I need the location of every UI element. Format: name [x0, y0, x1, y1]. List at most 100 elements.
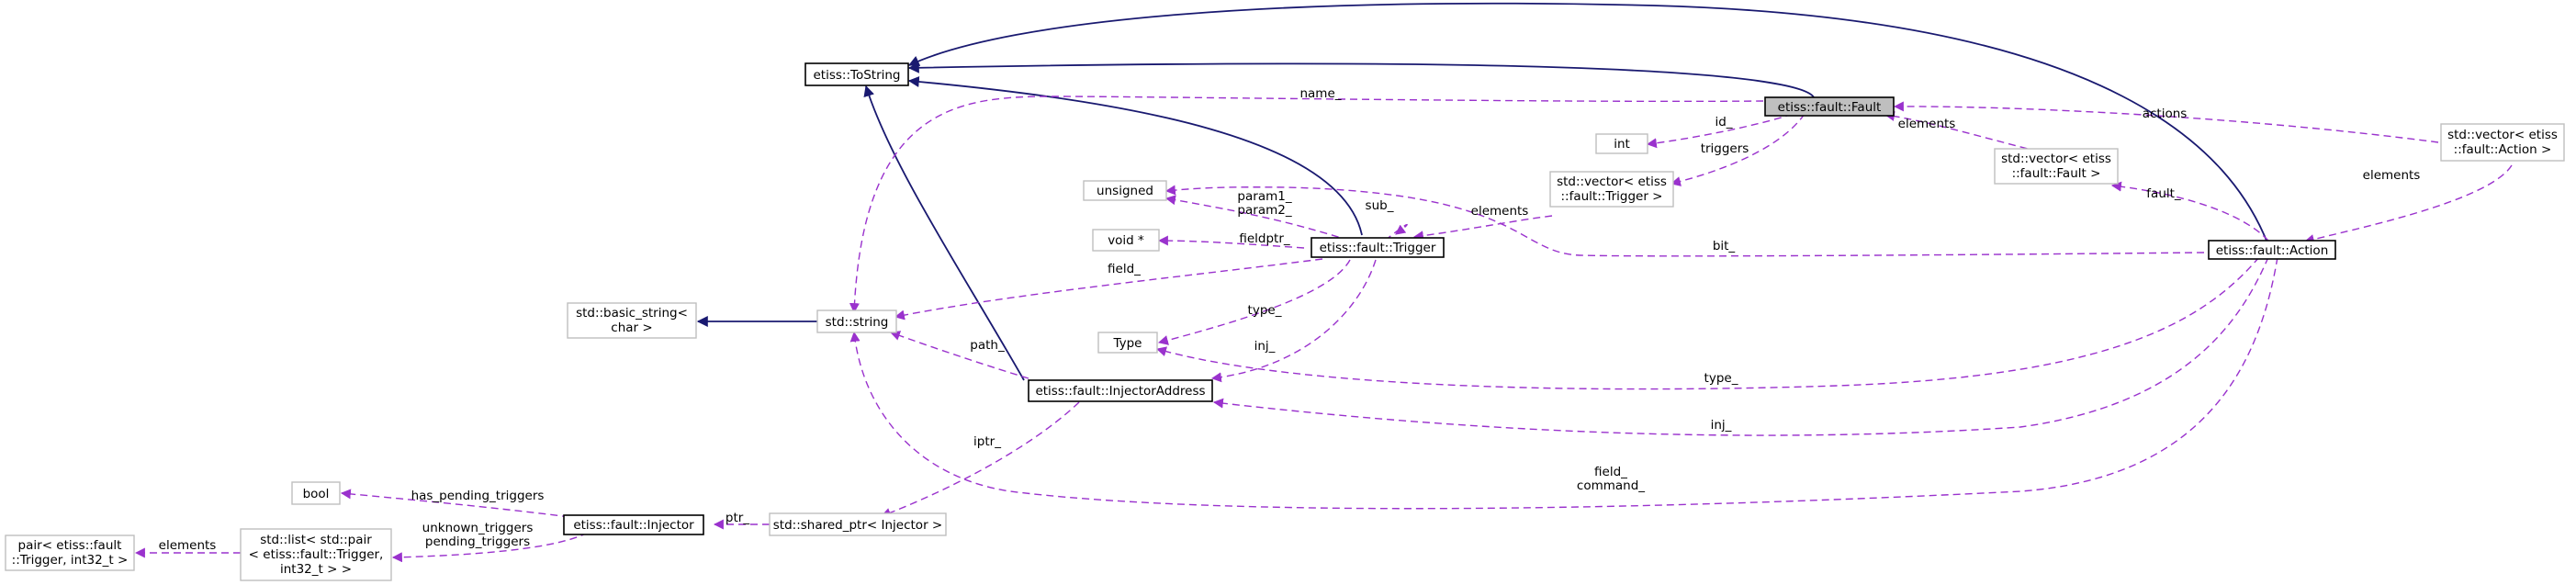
node-vector-action-label-2: ::fault::Action >	[2454, 142, 2552, 157]
node-vector-action-label-1: std::vector< etiss	[2447, 128, 2558, 142]
edge-label-pending-triggers: pending_triggers	[425, 534, 530, 549]
node-voidptr-label: void *	[1108, 233, 1144, 248]
node-pair-label-2: ::Trigger, int32_t >	[12, 553, 129, 568]
node-string[interactable]: std::string	[816, 309, 897, 333]
edge-label-field-command-2: command_	[1577, 478, 1645, 493]
node-action[interactable]: etiss::fault::Action	[2208, 240, 2336, 260]
node-pair[interactable]: pair< etiss::fault ::Trigger, int32_t >	[5, 534, 135, 571]
node-type[interactable]: Type	[1097, 332, 1158, 354]
edge-trigger-to-tostring	[907, 76, 1363, 236]
edge-label-elements-trigger: elements	[1471, 204, 1529, 219]
edge-action-bit-to-unsigned	[1164, 185, 2205, 257]
edge-trigger-fieldptr-to-voidptr	[1157, 235, 1305, 249]
edge-label-type-action: type_	[1704, 371, 1738, 386]
node-vector-action[interactable]: std::vector< etiss ::fault::Action >	[2440, 123, 2565, 162]
edge-sharedptr-iptr-to-injectoraddress	[880, 401, 1080, 518]
edge-label-path: path_	[970, 338, 1005, 353]
node-unsigned[interactable]: unsigned	[1083, 180, 1167, 201]
node-injector-label: etiss::fault::Injector	[573, 518, 694, 533]
node-vector-trigger-label-2: ::fault::Trigger >	[1561, 189, 1663, 204]
node-vector-fault-label-1: std::vector< etiss	[2001, 152, 2111, 166]
edge-label-bit: bit_	[1713, 239, 1736, 253]
edge-fault-to-tostring	[907, 62, 1815, 98]
node-basic-string-label-2: char >	[611, 321, 652, 335]
edge-action-to-vectoraction	[2303, 164, 2513, 244]
node-tostring[interactable]: etiss::ToString	[804, 62, 909, 86]
edge-label-elements-pair: elements	[159, 538, 217, 553]
edge-labels: name_ actions id_ triggers elements elem…	[159, 86, 2421, 553]
edge-label-fieldptr: fieldptr_	[1239, 231, 1290, 246]
edge-label-inj-trigger: inj_	[1254, 339, 1276, 354]
node-shared-ptr[interactable]: std::shared_ptr< Injector >	[769, 512, 947, 536]
edge-label-param2: param2_	[1237, 203, 1291, 218]
node-string-label: std::string	[826, 315, 889, 330]
edge-injectoraddress-path-to-string	[889, 331, 1029, 379]
node-trigger-label: etiss::fault::Trigger	[1320, 241, 1436, 255]
node-list-label-1: std::list< std::pair	[260, 533, 372, 547]
edge-vectorfault-to-fault	[1884, 111, 2040, 152]
edge-int-to-fault	[1646, 113, 1794, 149]
node-shared-ptr-label: std::shared_ptr< Injector >	[773, 518, 942, 533]
node-basic-string-label-1: std::basic_string<	[576, 306, 688, 321]
edge-label-name: name_	[1299, 86, 1341, 101]
edge-label-id: id_	[1715, 115, 1732, 129]
node-pair-label-1: pair< etiss::fault	[18, 538, 122, 553]
node-injector[interactable]: etiss::fault::Injector	[563, 514, 704, 535]
node-bool-label: bool	[303, 487, 330, 501]
node-bool[interactable]: bool	[291, 481, 341, 505]
node-injector-address[interactable]: etiss::fault::InjectorAddress	[1028, 379, 1213, 402]
edge-label-type-trigger: type_	[1248, 303, 1282, 318]
edge-action-inj-to-injectoraddress	[1212, 256, 2269, 436]
edge-trigger-param-to-unsigned	[1164, 195, 1351, 242]
edge-label-field: field_	[1108, 262, 1141, 276]
edge-label-ptr: ptr_	[726, 511, 749, 525]
nodes: etiss::fault::Fault etiss::ToString int …	[5, 62, 2565, 581]
edge-vectorfault-to-action	[2110, 181, 2269, 242]
node-fault-label: etiss::fault::Fault	[1778, 100, 1882, 115]
edge-label-has-pending: has_pending_triggers	[411, 489, 545, 503]
edge-trigger-to-vectortrigger	[1412, 215, 1553, 242]
node-vector-trigger[interactable]: std::vector< etiss ::fault::Trigger >	[1549, 171, 1674, 208]
edge-trigger-type-to-type	[1157, 259, 1351, 345]
edge-injector-unknown-to-list	[391, 532, 589, 563]
node-vector-trigger-label-1: std::vector< etiss	[1557, 174, 1667, 189]
node-type-label: Type	[1112, 336, 1142, 351]
node-list-label-3: int32_t > >	[280, 562, 352, 577]
node-list-label-2: < etiss::fault::Trigger,	[249, 547, 384, 562]
usage-edges	[134, 96, 2513, 563]
edge-label-field-command-1: field_	[1594, 465, 1627, 479]
edge-label-sub: sub_	[1366, 198, 1394, 213]
node-voidptr[interactable]: void *	[1092, 229, 1160, 252]
node-fault[interactable]: etiss::fault::Fault	[1764, 96, 1895, 117]
edge-trigger-inj-to-injectoraddress	[1210, 259, 1377, 383]
node-tostring-label: etiss::ToString	[813, 68, 900, 83]
edge-label-elements-fault: elements	[1898, 117, 1956, 131]
node-vector-fault[interactable]: std::vector< etiss ::fault::Fault >	[1994, 148, 2119, 185]
edge-injector-has-pending-to-bool	[340, 489, 570, 518]
edge-label-fault: fault_	[2146, 186, 2181, 201]
node-basic-string[interactable]: std::basic_string< char >	[567, 302, 697, 339]
node-list[interactable]: std::list< std::pair < etiss::fault::Tri…	[240, 528, 392, 581]
edge-fault-name-to-string	[849, 96, 1764, 314]
inheritance-edges	[696, 2, 2267, 381]
edge-injectoraddress-to-tostring	[863, 84, 1025, 381]
edge-label-param1: param1_	[1237, 189, 1291, 204]
edge-action-to-tostring	[907, 2, 2267, 242]
node-action-label: etiss::fault::Action	[2216, 243, 2329, 258]
edge-label-unknown-triggers: unknown_triggers	[422, 521, 534, 535]
edge-trigger-field-to-string	[894, 258, 1323, 321]
edge-label-iptr: iptr_	[973, 434, 1001, 449]
edge-label-triggers: triggers	[1701, 141, 1749, 156]
edge-action-type-to-type	[1155, 256, 2260, 390]
node-vector-fault-label-2: ::fault::Fault >	[2012, 166, 2101, 181]
node-unsigned-label: unsigned	[1097, 184, 1153, 198]
node-injector-address-label: etiss::fault::InjectorAddress	[1035, 384, 1205, 399]
edge-action-field-command-to-string	[849, 256, 2278, 510]
node-int-label: int	[1614, 137, 1630, 152]
edge-label-elements-action: elements	[2363, 168, 2421, 183]
edge-label-inj-action: inj_	[1711, 418, 1732, 433]
node-int[interactable]: int	[1595, 133, 1648, 154]
node-trigger[interactable]: etiss::fault::Trigger	[1310, 237, 1445, 258]
edge-trigger-sub-self	[1384, 223, 1408, 242]
